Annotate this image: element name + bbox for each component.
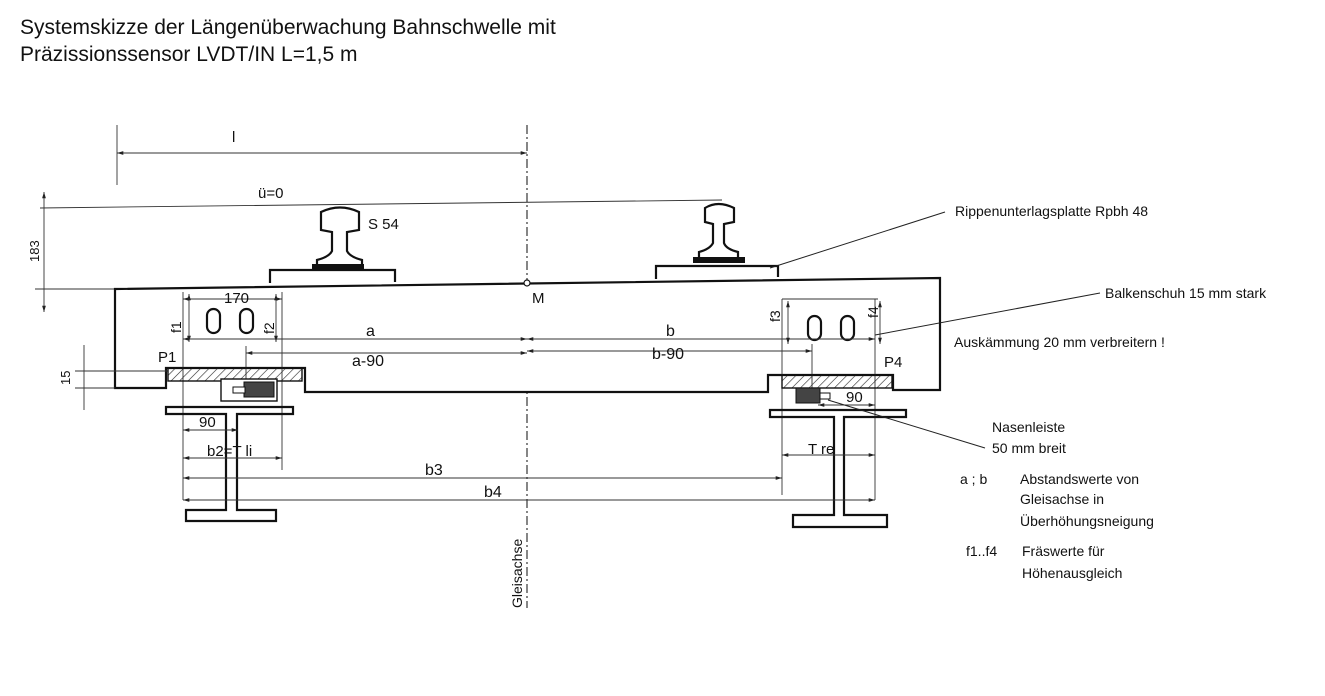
right-beam-shoe [781,374,893,389]
right-support-beam [768,408,908,529]
leader-balken [874,292,1101,336]
annotation-nose-strip-2: 50 mm breit [992,440,1066,456]
dim-a90-label: a-90 [352,353,384,370]
left-sensor-slot-1 [205,307,222,335]
left-rail-pad [312,264,364,270]
legend-f-line-2: Höhenausgleich [1022,565,1122,581]
annotation-notching: Auskämmung 20 mm verbreitern ! [954,334,1165,350]
annotation-nose-strip-1: Nasenleiste [992,419,1065,435]
midpoint-marker [523,279,531,287]
dim-f4-label: f4 [865,306,881,318]
dim-f2-label: f2 [261,322,277,334]
dim-a-label: a [366,323,375,340]
dim-b-label: b [666,323,675,340]
leader-rippen [769,211,946,269]
dim-f1-label: f1 [168,321,184,333]
legend-ab-line-3: Überhöhungsneigung [1020,512,1154,529]
dim-tre-label: T re [808,441,834,458]
right-rib-plate [654,264,780,279]
legend-ab-line-1: Abstandswerte von [1020,471,1139,487]
right-rail-pad [693,257,745,263]
rail-type-label: S 54 [368,216,399,233]
diagram-title: Systemskizze der Längenüberwachung Bahns… [20,14,556,68]
right-sensor-block [795,387,821,404]
dim-90-right-label: 90 [846,389,863,406]
dim-b4-label: b4 [484,484,502,501]
legend-f-line-1: Fräswerte für [1022,543,1105,559]
point-p4-label: P4 [884,354,902,371]
point-p1-label: P1 [158,349,176,366]
left-sensor-block [243,381,275,398]
dim-15-label: 15 [58,371,73,385]
dim-b3-label: b3 [425,462,443,479]
left-sensor-slot-2 [238,307,255,335]
left-rib-plate [268,268,397,283]
dim-l-label: l [232,129,235,146]
dim-ue-line [39,199,723,209]
leader-nasen [827,399,986,449]
annotation-rib-plate: Rippenunterlagsplatte Rpbh 48 [955,203,1148,219]
right-sensor-tip [819,392,831,400]
title-line-1: Systemskizze der Längenüberwachung Bahns… [20,16,556,39]
dim-b2-label: b2=T li [207,443,252,460]
dim-183-label: 183 [27,240,42,262]
track-axis-label: Gleisachse [509,539,525,608]
sleeper-body [113,276,942,394]
title-line-2: Präzissionssensor LVDT/IN L=1,5 m [20,43,358,66]
left-support-beam [164,405,295,523]
legend-ab-key: a ; b [960,471,987,487]
dim-170-label: 170 [224,290,249,307]
left-rail-profile [315,206,364,268]
dim-f3-label: f3 [767,310,783,322]
dim-90-left-label: 90 [199,414,216,431]
dim-ue-label: ü=0 [258,185,283,202]
legend-ab-line-2: Gleisachse in [1020,491,1104,507]
midpoint-label: M [532,290,545,307]
dim-b90-label: b-90 [652,346,684,363]
annotation-beam-shoe: Balkenschuh 15 mm stark [1105,285,1267,301]
legend-f-key: f1..f4 [966,543,997,559]
right-rail-profile [697,202,740,261]
left-sensor-tip [232,386,246,394]
